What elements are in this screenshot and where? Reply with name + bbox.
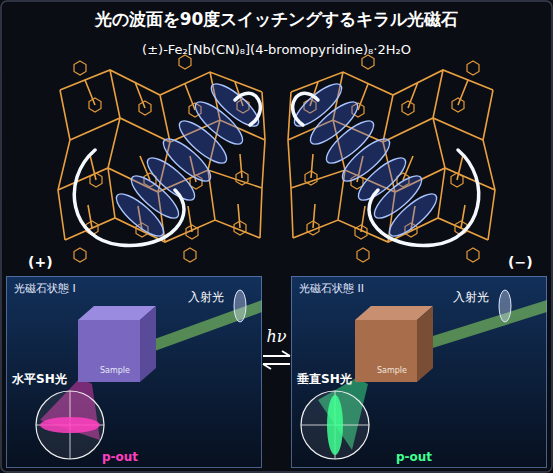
sh-label: 垂直SH光 [297, 372, 352, 386]
polarizer [234, 290, 246, 322]
helix [111, 78, 264, 242]
output-label: p-out [102, 450, 138, 464]
sh-label: 水平SH光 [12, 372, 67, 386]
beam-label: 入射光 [188, 290, 224, 304]
formula: (±)-Fe₂[Nb(CN)₈](4-bromopyridine)₈·2H₂O [0, 42, 553, 58]
polarization [40, 417, 100, 433]
figure-part [74, 248, 86, 262]
cube-side [417, 306, 433, 382]
panel-ground [291, 276, 547, 468]
panel-heading: 光磁石状態 I [14, 281, 76, 296]
sample-label: Sample [377, 366, 407, 376]
figure-part [90, 173, 102, 187]
equilibrium-arrow [263, 351, 290, 369]
figure-part [139, 101, 151, 115]
polarization [327, 395, 343, 455]
polar-plot [301, 391, 369, 459]
panel-ground [6, 276, 262, 468]
molecular-structure-mirror [288, 55, 495, 262]
figure-part [74, 61, 86, 75]
crosshair [36, 391, 104, 459]
title: 光の波面を90度スイッチングするキラル光磁石 [0, 9, 553, 29]
polar-plot [36, 391, 104, 459]
sample-label: Sample [100, 366, 130, 376]
figure-part [236, 171, 248, 185]
enantiomer-sign: (+) [28, 254, 53, 271]
figure-part [89, 98, 101, 112]
cube-side [140, 306, 156, 382]
wavefront-loop [74, 93, 260, 245]
enantiomer-sign: (−) [508, 254, 533, 271]
edge-label: hν [265, 327, 287, 346]
incident-beam [420, 300, 547, 352]
figure-part [184, 248, 196, 262]
panel-heading: 光磁石状態 II [299, 281, 364, 296]
polarizer [499, 290, 511, 322]
cube-front [78, 320, 140, 382]
figure-part [179, 55, 191, 69]
figure-part [234, 221, 246, 235]
beam-label: 入射光 [453, 290, 489, 304]
molecular-structure [58, 55, 265, 262]
figure-part [111, 188, 169, 242]
figure-part [186, 225, 198, 239]
crosshair [301, 391, 369, 459]
cube-front [355, 320, 417, 382]
output-label: p-out [396, 450, 432, 464]
arrow-path [263, 351, 290, 369]
